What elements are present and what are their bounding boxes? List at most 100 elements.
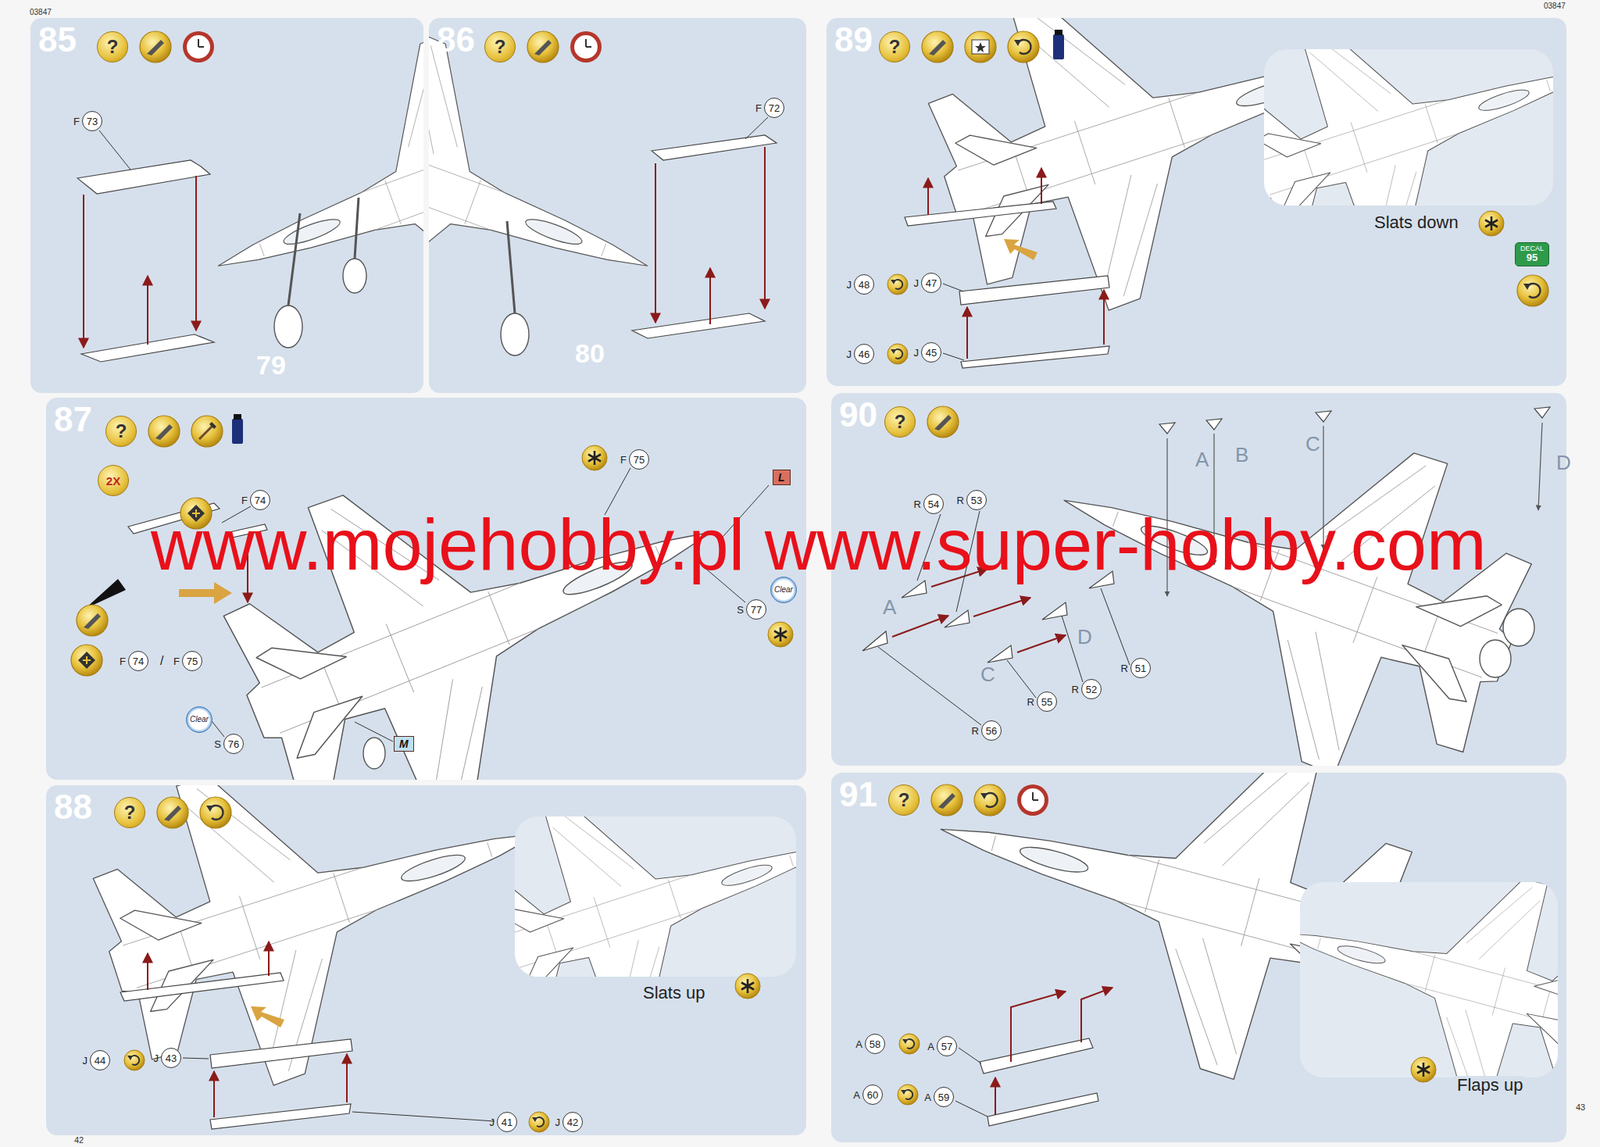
flag-marker: M <box>393 735 415 752</box>
help-icon: ? <box>105 415 137 447</box>
icon-glyph: ? <box>898 790 911 810</box>
part-number: 53 <box>971 495 983 506</box>
text-label: A <box>882 596 897 618</box>
help-icon: ? <box>114 796 146 829</box>
callout-number: R53 <box>966 489 987 511</box>
icon-glyph: ? <box>107 37 119 57</box>
flag-letter: M <box>399 738 409 750</box>
step-number: 91 <box>839 775 878 814</box>
callout-number: J45 <box>921 342 942 363</box>
step-number: 86 <box>436 21 475 59</box>
part-letter: J <box>914 278 920 289</box>
text-label: 79 <box>256 351 286 379</box>
part-number: 75 <box>633 454 645 465</box>
text-label: 42 <box>74 1135 84 1145</box>
part-letter: R <box>914 499 922 510</box>
text-label: Slats down <box>1371 213 1461 233</box>
part-number: 54 <box>928 499 940 510</box>
callout-number: J48 <box>853 274 875 295</box>
decal-text: DECAL <box>1520 245 1544 253</box>
part-number: 75 <box>186 656 198 667</box>
step-illustration <box>30 17 424 393</box>
part-letter: F <box>119 656 126 667</box>
callout-number: F72 <box>764 97 785 118</box>
step-illustration <box>46 785 807 1136</box>
part-number: 51 <box>1135 663 1147 674</box>
icon-glyph: ? <box>889 37 901 57</box>
callout-number: F74 <box>250 489 271 511</box>
part-number: 52 <box>1085 684 1097 695</box>
part-number: 57 <box>941 1041 953 1052</box>
part-number: 55 <box>1041 696 1053 708</box>
part-letter: R <box>1121 663 1129 674</box>
part-number: 43 <box>165 1053 177 1064</box>
step-panel: 85?F73 <box>30 17 424 393</box>
text-label: / <box>160 654 164 668</box>
part-number: 47 <box>925 278 937 289</box>
part-letter: J <box>846 349 853 360</box>
part-letter: A <box>853 1089 861 1100</box>
callout-number: S77 <box>746 599 767 620</box>
part-letter: A <box>927 1041 935 1052</box>
icon-glyph: ? <box>494 37 507 57</box>
callout-number: J47 <box>921 272 942 293</box>
step-panel: 86?F72 <box>428 17 807 393</box>
clear-part-badge: Clear <box>185 706 213 733</box>
part-letter: J <box>153 1053 160 1064</box>
part-number: 72 <box>768 103 780 114</box>
step-number: 90 <box>839 396 878 434</box>
part-letter: R <box>971 725 979 736</box>
part-letter: F <box>755 103 762 114</box>
callout-number: R52 <box>1081 678 1102 700</box>
step-panel: 89?DECAL95J48J47J46J45 <box>826 17 1567 386</box>
badge-text: Clear <box>189 715 209 724</box>
callout-number: R55 <box>1036 691 1058 712</box>
part-letter: A <box>924 1092 932 1103</box>
part-number: 48 <box>858 279 870 290</box>
part-number: 58 <box>869 1039 881 1050</box>
part-number: 41 <box>501 1117 513 1128</box>
part-letter: J <box>846 279 853 290</box>
quantity-icon: 2X <box>97 464 129 497</box>
callout-number: R51 <box>1130 657 1151 679</box>
callout-number: F75 <box>628 449 650 470</box>
watermark: www.mojehobby.pl www.super-hobby.com <box>150 508 1487 581</box>
badge-text: Clear <box>774 585 793 594</box>
step-illustration <box>46 397 807 780</box>
callout-number: A57 <box>936 1035 958 1057</box>
flag-marker: L <box>772 469 791 486</box>
callout-number: J46 <box>853 343 875 365</box>
callout-number: A60 <box>862 1084 883 1105</box>
text-label: C <box>980 664 996 685</box>
part-number: 60 <box>867 1089 879 1100</box>
part-letter: F <box>620 454 627 465</box>
callout-number: A59 <box>933 1086 954 1108</box>
part-number: 44 <box>94 1055 106 1066</box>
text-label: B <box>1235 444 1249 465</box>
decal-text: 95 <box>1526 252 1538 264</box>
text-label: 43 <box>1575 1103 1586 1112</box>
callout-number: J44 <box>89 1050 111 1071</box>
help-icon: ? <box>884 406 916 438</box>
part-number: 46 <box>858 349 870 360</box>
callout-number: F74 <box>128 650 149 672</box>
part-letter: S <box>214 739 222 750</box>
part-number: 73 <box>86 116 98 127</box>
callout-number: A58 <box>864 1033 886 1054</box>
part-letter: F <box>241 495 248 506</box>
text-label: C <box>1305 433 1321 454</box>
part-letter: R <box>957 495 965 506</box>
part-number: 42 <box>567 1117 579 1128</box>
text-label: 80 <box>575 339 605 367</box>
part-number: 59 <box>938 1092 950 1103</box>
icon-glyph: ? <box>124 803 136 822</box>
text-label: Slats up <box>640 983 708 1003</box>
part-letter: F <box>73 116 80 127</box>
callout-number: J41 <box>496 1111 518 1133</box>
help-icon: ? <box>878 31 911 63</box>
text-label: D <box>1556 452 1572 473</box>
flag-letter: L <box>778 471 786 483</box>
part-letter: R <box>1027 696 1035 708</box>
part-letter: A <box>855 1039 863 1050</box>
